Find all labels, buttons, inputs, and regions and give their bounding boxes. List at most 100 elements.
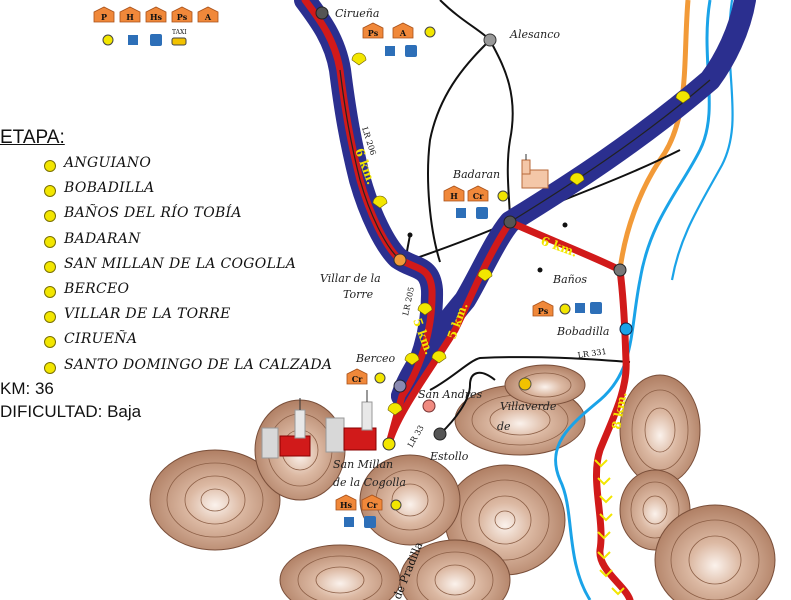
- stage-dot-icon: [44, 336, 56, 349]
- service-badge: Ps: [171, 6, 193, 23]
- mountain: [654, 504, 776, 600]
- place-label: Baños: [552, 273, 587, 286]
- restaurant-icon: [424, 26, 436, 38]
- service-badge-label: P: [101, 12, 107, 22]
- stage-name: BADARAN: [64, 230, 141, 247]
- service-badge: Hs: [145, 6, 167, 23]
- km-label: KM:: [0, 379, 31, 398]
- service-badge-label: Cr: [352, 374, 363, 384]
- place-label: Badaran: [452, 168, 500, 181]
- restaurant-icon: [390, 499, 402, 511]
- stage-dot-icon: [44, 260, 56, 273]
- km-value: 36: [34, 379, 54, 398]
- service-badge: A: [392, 22, 414, 39]
- roads: [404, 0, 681, 435]
- mountain: [149, 449, 281, 551]
- stage-item: BOBADILLA: [44, 177, 330, 202]
- stage-dot-icon: [44, 235, 56, 248]
- place-label: Alesanco: [509, 28, 560, 41]
- stage-item: CIRUEÑA: [44, 328, 330, 353]
- stage-dot-icon: [44, 210, 56, 223]
- stage-name: BERCEO: [64, 280, 130, 297]
- distance-label: 6 km.: [539, 234, 579, 260]
- stage-dot-icon: [44, 361, 56, 374]
- road-label: LR 205: [401, 286, 416, 316]
- service-badge: Cr: [361, 494, 383, 511]
- scallop-shell-icon: [675, 90, 691, 104]
- restaurant-icon: [497, 190, 509, 202]
- stage-item: BADARAN: [44, 228, 330, 253]
- scallop-shell-icon: [372, 195, 388, 209]
- stage-item: SANTO DOMINGO DE LA CALZADA: [44, 354, 332, 379]
- service-badge-label: A: [204, 12, 212, 22]
- service-badge: Ps: [532, 300, 554, 317]
- stage-name: VILLAR DE LA TORRE: [64, 306, 231, 323]
- church-icon: [261, 398, 311, 459]
- bus-icon: [476, 207, 488, 219]
- service-badge: A: [197, 6, 219, 23]
- taxi-icon: [171, 37, 187, 46]
- bus-icon: [590, 302, 602, 314]
- restaurant-icon: [374, 372, 386, 384]
- stage-dot-icon: [44, 311, 56, 324]
- pharmacy-icon: [575, 303, 585, 313]
- bus-icon: [364, 516, 376, 528]
- stage-dot-icon: [44, 285, 56, 298]
- route-band: [294, 0, 756, 407]
- scallop-shell-icon: [351, 52, 367, 66]
- road-label: LR 331: [577, 347, 607, 360]
- bus-icon: [150, 34, 162, 46]
- bus-icon: [405, 45, 417, 57]
- place-label: San Andres: [418, 388, 483, 401]
- stage-item: ANGUIANO: [44, 152, 330, 177]
- pharmacy-icon: [344, 517, 354, 527]
- place-label: Bobadilla: [556, 325, 609, 338]
- place-label: de: [497, 420, 511, 433]
- scallop-shell-icon: [417, 302, 433, 316]
- place-label: Cirueña: [335, 7, 379, 20]
- service-badge-label: Hs: [150, 12, 163, 22]
- place-label: de la Cogolla: [333, 476, 406, 489]
- service-badge-label: Cr: [473, 191, 484, 201]
- scallop-shell-icon: [477, 268, 493, 282]
- service-badge: H: [119, 6, 141, 23]
- distance-label: 8 km.: [609, 391, 629, 431]
- difficulty-label: DIFICULTAD:: [0, 402, 103, 421]
- restaurant-icon: [559, 303, 571, 315]
- service-badge-label: H: [450, 191, 458, 201]
- stage-item: SAN MILLAN DE LA COGOLLA: [44, 253, 330, 278]
- service-badge-label: Cr: [367, 500, 378, 510]
- service-badge: H: [443, 185, 465, 202]
- scallop-shell-icon: [431, 350, 447, 364]
- scallop-shell-icon: [404, 352, 420, 366]
- service-badge-label: Hs: [340, 500, 353, 510]
- scallop-shell-icon: [387, 402, 403, 416]
- road-label: LR 33: [406, 424, 426, 449]
- orange-road: [617, 0, 691, 271]
- place-label: Torre: [343, 288, 374, 301]
- mountain: [279, 544, 401, 600]
- service-badge-label: H: [126, 12, 134, 22]
- place-label: Villaverde: [500, 400, 557, 413]
- taxi-label: TAXI: [172, 29, 187, 36]
- stage-name: SAN MILLAN DE LA COGOLLA: [64, 255, 297, 272]
- service-badge-label: Ps: [177, 12, 188, 22]
- difficulty-value: Baja: [107, 402, 142, 421]
- stage-item: BERCEO: [44, 278, 330, 303]
- stage-dot-icon: [44, 160, 56, 172]
- km-info: KM: 36: [0, 379, 54, 399]
- restaurant-icon: [102, 34, 114, 46]
- mountain: [619, 374, 701, 486]
- scallop-shell-icon: [569, 172, 585, 186]
- pharmacy-icon: [456, 208, 466, 218]
- stage-item: VILLAR DE LA TORRE: [44, 303, 330, 328]
- service-badge: P: [93, 6, 115, 23]
- service-badge: Ps: [362, 22, 384, 39]
- church-icon: [325, 390, 377, 453]
- service-badge-label: A: [399, 28, 407, 38]
- service-badge: Cr: [346, 368, 368, 385]
- pharmacy-icon: [385, 46, 395, 56]
